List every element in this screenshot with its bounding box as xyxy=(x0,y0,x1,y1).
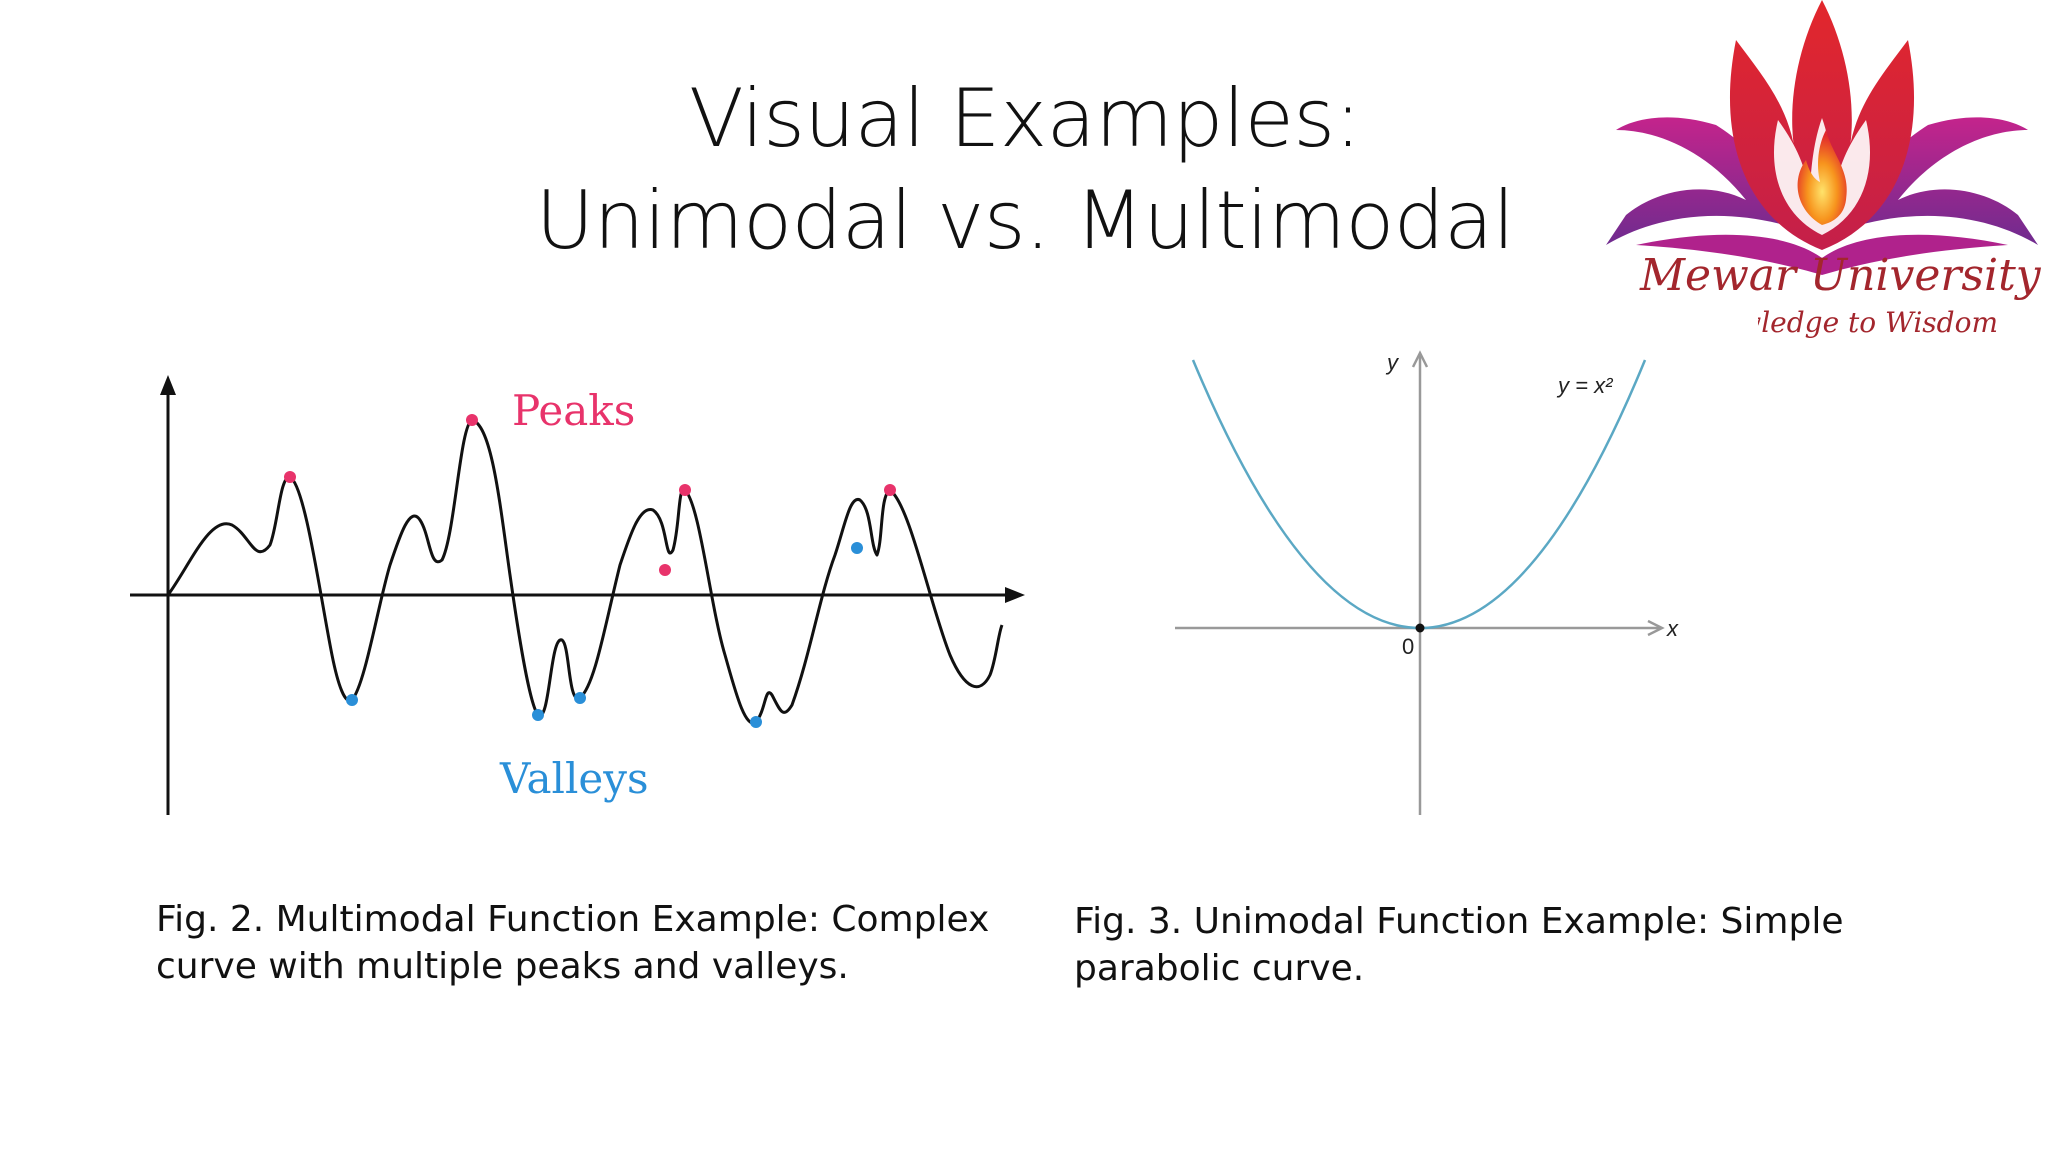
valley-point xyxy=(851,542,863,554)
multimodal-curve xyxy=(166,418,1004,725)
fig3-caption: Fig. 3. Unimodal Function Example: Simpl… xyxy=(1074,901,1844,989)
peak-point xyxy=(679,484,691,496)
fig2-caption: Fig. 2. Multimodal Function Example: Com… xyxy=(156,899,990,987)
valley-point xyxy=(346,694,358,706)
peak-point xyxy=(884,484,896,496)
valley-point xyxy=(750,716,762,728)
valley-point xyxy=(532,709,544,721)
valleys-label: Valleys xyxy=(499,754,649,803)
origin-point xyxy=(1415,623,1425,633)
multimodal-figure: Peaks Valleys xyxy=(130,375,1025,815)
y-axis-arrow-icon xyxy=(160,375,176,395)
x-axis-label: x xyxy=(1666,616,1679,641)
peak-point xyxy=(284,471,296,483)
logo-flame-icon xyxy=(1797,130,1847,225)
logo-outer-petals xyxy=(1606,117,1801,245)
logo-tagline: Knowledge to Wisdom xyxy=(1758,306,1998,339)
peak-point xyxy=(466,414,478,426)
university-logo xyxy=(1606,0,2038,275)
x-axis-arrow-icon xyxy=(1647,619,1665,637)
y-axis-arrow-icon xyxy=(1411,350,1429,368)
equation-label: y = x² xyxy=(1556,373,1613,398)
slide-title: Visual Examples: Unimodal vs. Multimodal xyxy=(380,68,1670,272)
title-line-2: Unimodal vs. Multimodal xyxy=(535,174,1515,267)
unimodal-figure: y x 0 y = x² xyxy=(1175,350,1679,815)
valley-point xyxy=(574,692,586,704)
logo-university-name: Mewar University xyxy=(1640,250,2041,301)
peak-point xyxy=(659,564,671,576)
origin-label: 0 xyxy=(1402,634,1414,659)
y-axis-label: y xyxy=(1385,350,1400,375)
peaks-label: Peaks xyxy=(512,386,635,435)
x-axis-arrow-icon xyxy=(1005,587,1025,603)
title-line-1: Visual Examples: xyxy=(689,72,1361,165)
